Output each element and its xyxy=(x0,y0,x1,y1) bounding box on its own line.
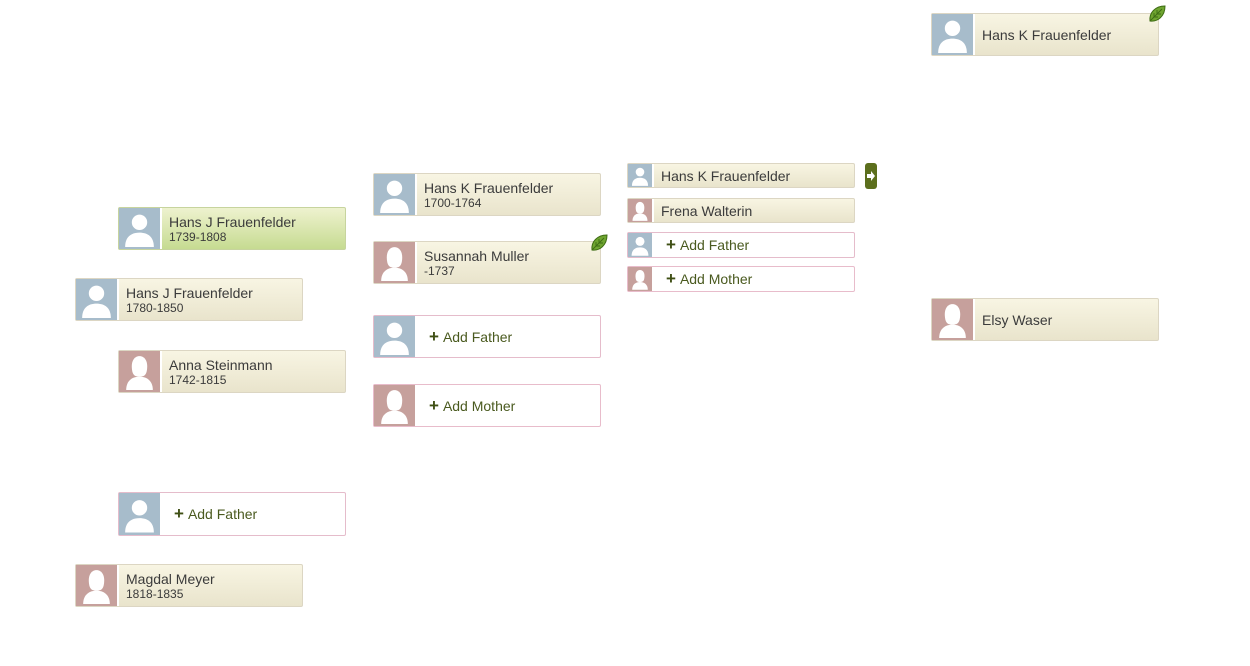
female-avatar-icon xyxy=(76,565,119,606)
male-avatar-icon xyxy=(628,233,654,257)
female-avatar-icon xyxy=(628,199,654,222)
add-mother-label: Add Mother xyxy=(442,397,516,414)
male-avatar-icon xyxy=(119,208,162,249)
male-avatar-icon xyxy=(374,174,417,215)
person-name: Hans K Frauenfelder xyxy=(661,167,791,184)
person-dates: 1742-1815 xyxy=(169,372,227,387)
female-avatar-icon xyxy=(932,299,975,340)
add-father-label: Add Father xyxy=(187,506,258,522)
person-dates: 1818-1835 xyxy=(126,586,184,601)
person-name: Magdal Meyer xyxy=(126,570,215,587)
female-avatar-icon xyxy=(374,385,417,426)
add-mother-label: Add Mother xyxy=(679,271,753,287)
male-avatar-icon xyxy=(374,316,417,357)
person-card-middle[interactable]: Elsy Waser xyxy=(931,298,1159,341)
leaf-icon[interactable] xyxy=(1147,4,1167,24)
add-mother-button[interactable]: +Add Mother xyxy=(373,384,601,427)
male-avatar-icon xyxy=(119,493,162,535)
add-father-button[interactable]: +Add Father xyxy=(627,232,855,258)
add-father-label: Add Father xyxy=(679,237,750,253)
add-father-button[interactable]: +Add Father xyxy=(118,492,346,536)
plus-icon: + xyxy=(174,504,184,523)
plus-icon: + xyxy=(429,395,439,415)
person-name: Hans J Frauenfelder xyxy=(169,213,296,230)
person-dates: 1780-1850 xyxy=(126,300,184,315)
person-card-great-grandmother[interactable]: Frena Walterin xyxy=(627,198,855,223)
plus-icon: + xyxy=(666,269,676,288)
male-avatar-icon xyxy=(76,279,119,320)
plus-icon: + xyxy=(666,235,676,254)
person-card-top[interactable]: Hans K Frauenfelder xyxy=(931,13,1159,56)
leaf-icon[interactable] xyxy=(589,233,609,253)
plus-icon: + xyxy=(429,326,439,346)
add-father-button[interactable]: +Add Father xyxy=(373,315,601,358)
expand-arrow-icon[interactable] xyxy=(865,163,877,189)
person-name: Susannah Muller xyxy=(424,247,530,264)
female-avatar-icon xyxy=(119,351,162,392)
male-avatar-icon xyxy=(932,14,975,55)
female-avatar-icon xyxy=(374,242,417,283)
female-avatar-icon xyxy=(628,267,654,291)
person-name: Hans K Frauenfelder xyxy=(424,179,554,196)
person-name: Elsy Waser xyxy=(982,311,1053,328)
person-name: Hans K Frauenfelder xyxy=(982,26,1112,43)
person-dates: -1737 xyxy=(424,263,455,278)
person-dates: 1739-1808 xyxy=(169,229,227,244)
person-card-grandmother[interactable]: Susannah Muller-1737 xyxy=(373,241,601,284)
male-avatar-icon xyxy=(628,164,654,187)
add-father-label: Add Father xyxy=(442,328,513,345)
add-mother-button[interactable]: +Add Mother xyxy=(627,266,855,292)
person-name: Anna Steinmann xyxy=(169,356,273,373)
person-dates: 1700-1764 xyxy=(424,195,482,210)
person-card-great-grandfather[interactable]: Hans K Frauenfelder xyxy=(627,163,855,188)
person-name: Frena Walterin xyxy=(661,202,753,219)
person-name: Hans J Frauenfelder xyxy=(126,284,253,301)
